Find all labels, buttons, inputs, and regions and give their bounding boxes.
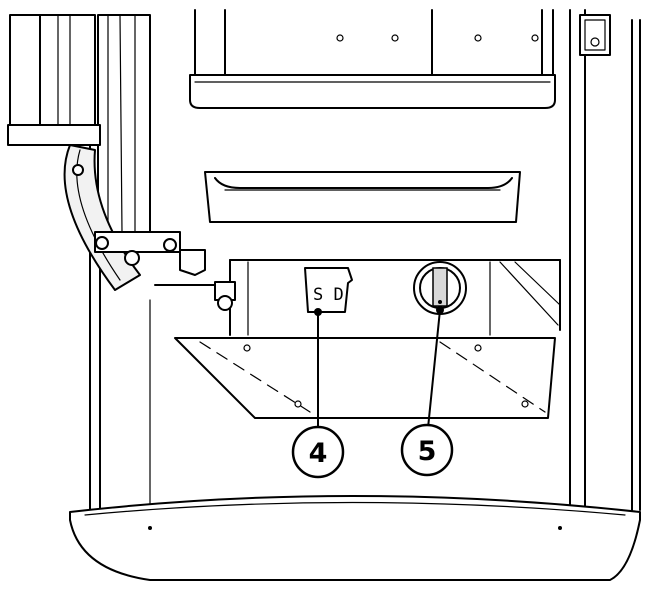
mount-hole <box>243 344 251 352</box>
spring-fitting <box>217 295 233 311</box>
bolt <box>72 164 84 176</box>
mount-hole <box>521 400 529 408</box>
side-door <box>7 14 206 291</box>
bolt <box>95 236 109 250</box>
middle-tray <box>204 171 521 223</box>
bolt <box>163 238 177 252</box>
base-screw <box>558 526 562 530</box>
bolt <box>124 250 140 266</box>
cabinet-base <box>69 495 641 581</box>
callout-4: 4 <box>291 308 345 479</box>
lower-panel <box>174 337 556 419</box>
lower-compartment <box>154 259 561 336</box>
mount-hole <box>474 34 482 42</box>
sd-card-slot: S D <box>304 267 353 313</box>
base-screw <box>148 526 152 530</box>
door-latch <box>579 14 611 56</box>
upper-back-panel <box>194 9 554 79</box>
mount-hole <box>531 34 539 42</box>
upper-shelf <box>189 74 556 109</box>
mount-hole <box>336 34 344 42</box>
callout-5-label: 5 <box>418 436 437 467</box>
callout-5: 5 <box>400 306 454 477</box>
sd-slot-label: S D <box>313 285 344 305</box>
mount-hole <box>391 34 399 42</box>
mount-hole <box>474 344 482 352</box>
mount-hole <box>294 400 302 408</box>
callout-4-label: 4 <box>309 438 328 469</box>
